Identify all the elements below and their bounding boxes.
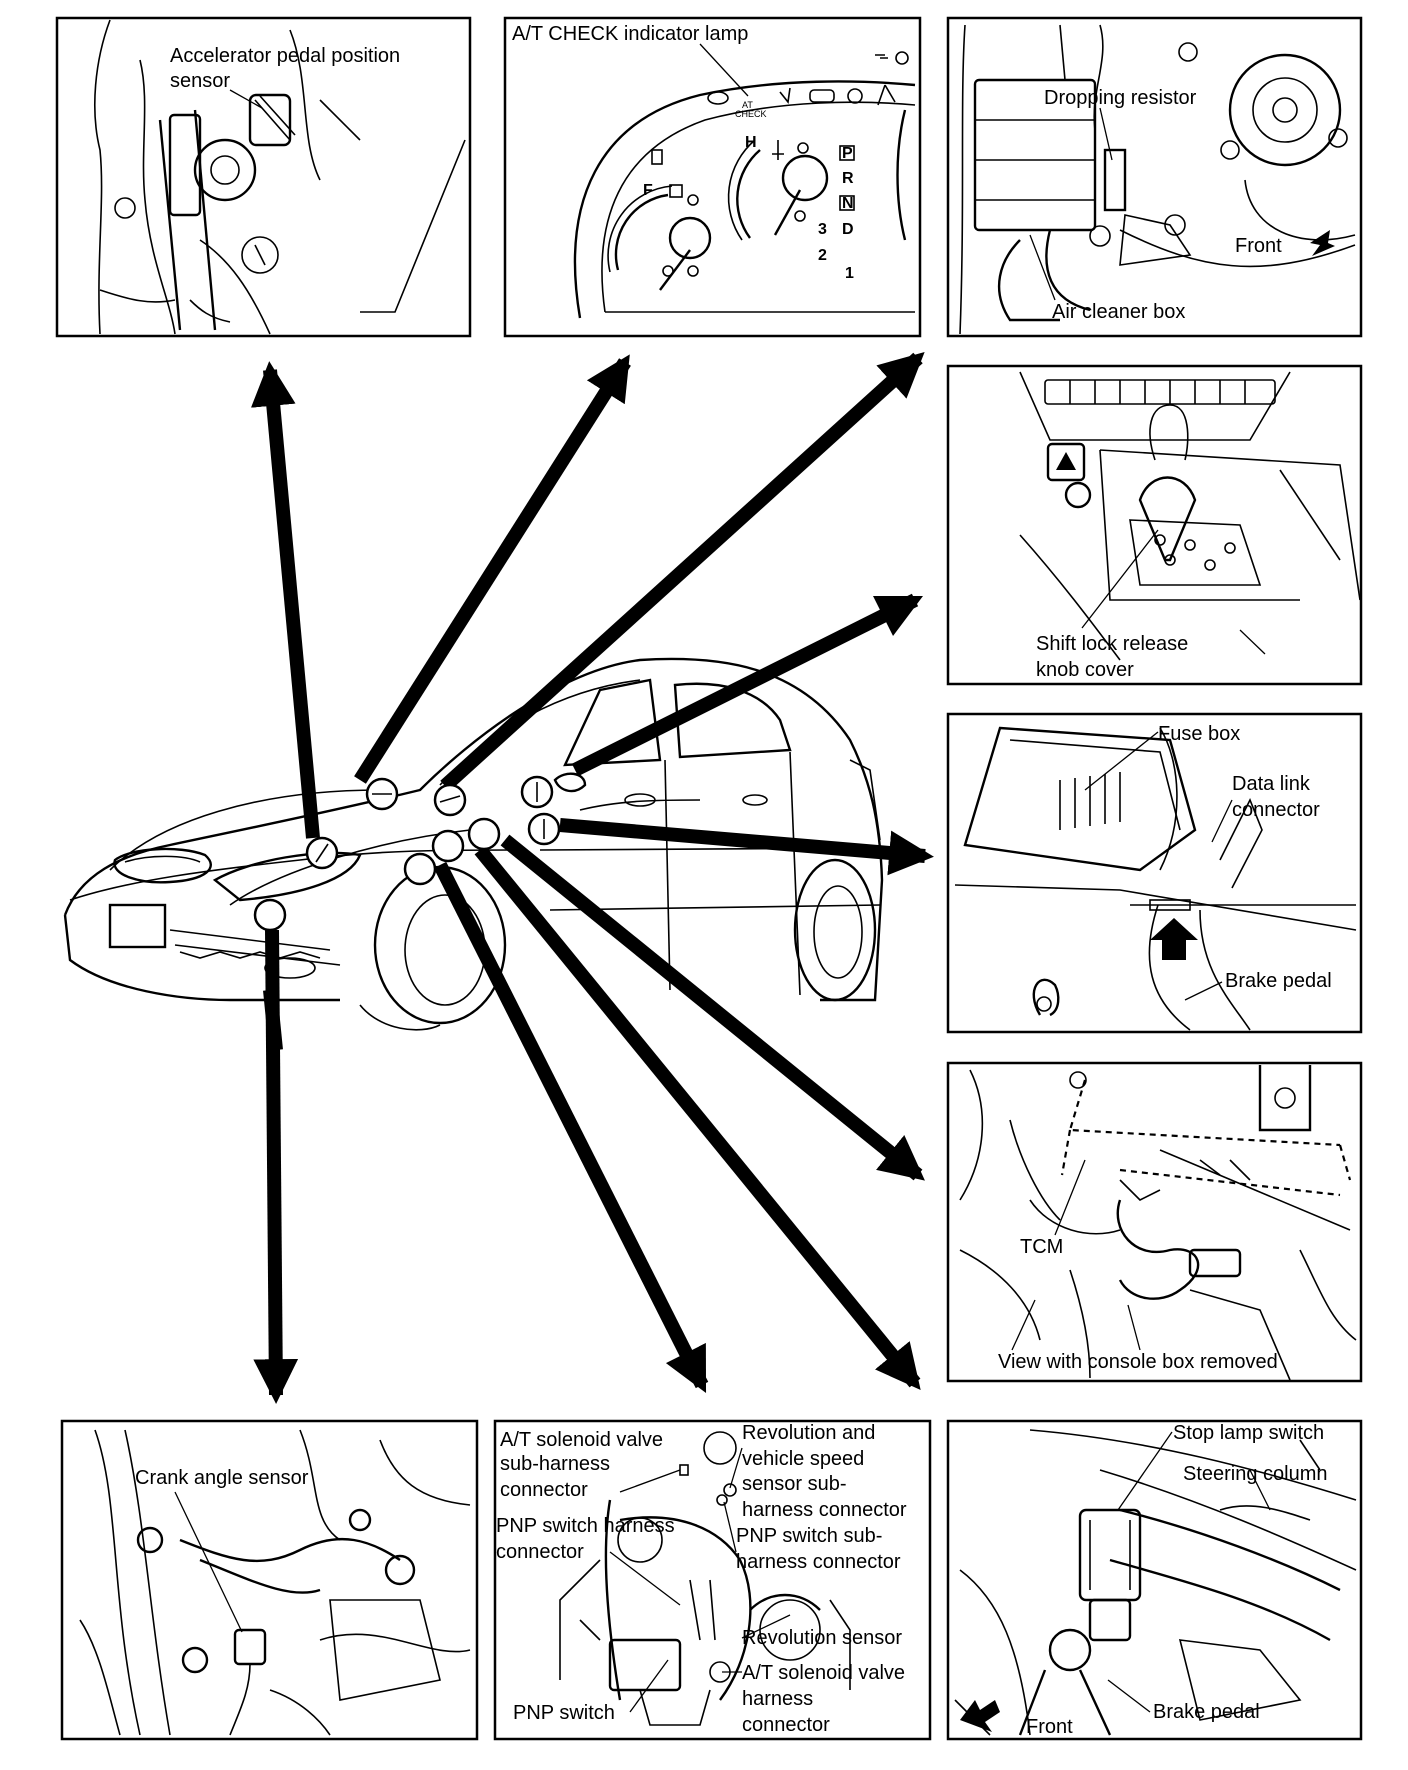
gear-2: 2 bbox=[818, 247, 827, 264]
dropping-front-label: Front bbox=[1235, 235, 1282, 257]
at-sol-sub-label-line1: A/T solenoid valve bbox=[500, 1429, 663, 1451]
gauge-f: F bbox=[643, 182, 653, 199]
fuse-box-label: Fuse box bbox=[1158, 723, 1240, 745]
at-sol-harness-label-line1: A/T solenoid valve bbox=[742, 1662, 905, 1684]
arrow-to-stop-lamp bbox=[474, 845, 921, 1390]
shift-lock-label-line2: knob cover bbox=[1036, 659, 1134, 681]
panel-stop-lamp-switch: Stop lamp switch Steering column Front B… bbox=[946, 1419, 1363, 1741]
engine-bay-drawing bbox=[959, 24, 1356, 335]
at-icon-text: AT bbox=[742, 100, 753, 110]
gauge-h: H bbox=[745, 134, 757, 151]
air-cleaner-label: Air cleaner box bbox=[1052, 301, 1185, 323]
arrow-to-at-check bbox=[354, 354, 631, 784]
steering-column-drawing bbox=[954, 1429, 1357, 1736]
gear-3: 3 bbox=[818, 221, 827, 238]
pnp-harness-label-line1: PNP switch harness bbox=[496, 1515, 675, 1537]
gear-d: D bbox=[842, 221, 854, 238]
callout-tcm bbox=[467, 817, 501, 851]
pointer-arrows bbox=[250, 351, 934, 1404]
rev-speed-label-line3: sensor sub- bbox=[742, 1473, 847, 1495]
callout-stop-lamp bbox=[403, 852, 437, 886]
panel-tcm: TCM View with console box removed bbox=[946, 1061, 1363, 1383]
rev-sensor-label: Revolution sensor bbox=[742, 1627, 902, 1649]
data-link-label-line1: Data link bbox=[1232, 773, 1311, 795]
at-sol-harness-label-line3: connector bbox=[742, 1714, 830, 1736]
at-sol-sub-label-line3: connector bbox=[500, 1479, 588, 1501]
console-interior-drawing bbox=[959, 1065, 1357, 1381]
crank-engine-drawing bbox=[79, 1429, 471, 1736]
at-sol-harness-label-line2: harness bbox=[742, 1688, 813, 1710]
gear-p: P bbox=[842, 145, 853, 162]
instrument-cluster-drawing bbox=[573, 51, 916, 319]
transaxle-drawing bbox=[559, 1431, 851, 1726]
callout-markers bbox=[253, 775, 561, 932]
accelerator-pedal-drawing bbox=[94, 19, 466, 335]
console-shifter-drawing bbox=[1019, 371, 1361, 661]
accelerator-label-line1: Accelerator pedal position bbox=[170, 45, 400, 67]
callout-crank-angle bbox=[253, 898, 287, 932]
rev-speed-label-line4: harness connector bbox=[742, 1499, 907, 1521]
arrow-to-fuse-box bbox=[559, 818, 934, 876]
panel-at-check-indicator-lamp: AT CHECK H F P R N D 1 3 2 A/T CHECK ind… bbox=[503, 16, 922, 338]
panel-crank-angle-sensor: Crank angle sensor bbox=[60, 1419, 479, 1741]
fuse-brake-label: Brake pedal bbox=[1225, 970, 1332, 992]
tcm-view-label: View with console box removed bbox=[998, 1351, 1278, 1373]
arrow-to-at-solenoid bbox=[433, 861, 709, 1394]
at-sol-sub-label-line2: sub-harness bbox=[500, 1453, 610, 1475]
pnp-sub-label-line2: harness connector bbox=[736, 1551, 901, 1573]
callout-at-solenoid bbox=[431, 829, 465, 863]
dropping-resistor-label: Dropping resistor bbox=[1044, 87, 1197, 109]
callout-dropping-resistor bbox=[433, 783, 467, 817]
arrow-crank-shaft bbox=[263, 989, 283, 1051]
arrow-to-tcm bbox=[500, 834, 925, 1181]
dash-underside-drawing bbox=[954, 726, 1357, 1031]
pnp-switch-label: PNP switch bbox=[513, 1702, 615, 1724]
tcm-label: TCM bbox=[1020, 1236, 1063, 1258]
check-icon-text: CHECK bbox=[735, 109, 767, 119]
pnp-harness-label-line2: connector bbox=[496, 1541, 584, 1563]
panel-dropping-resistor: Dropping resistor Front Air cleaner box bbox=[946, 16, 1363, 338]
panel-accelerator-pedal-sensor: Accelerator pedal position sensor bbox=[55, 16, 472, 338]
stop-lamp-label: Stop lamp switch bbox=[1173, 1422, 1324, 1444]
stop-front-label: Front bbox=[1026, 1716, 1073, 1738]
data-link-label-line2: connector bbox=[1232, 799, 1320, 821]
rev-speed-label-line1: Revolution and bbox=[742, 1422, 875, 1444]
accelerator-label-line2: sensor bbox=[170, 70, 230, 92]
arrow-to-accelerator bbox=[250, 361, 320, 839]
stop-brake-label: Brake pedal bbox=[1153, 1701, 1260, 1723]
panel-shift-lock-release: Shift lock release knob cover bbox=[946, 364, 1363, 686]
panel-at-solenoid-pnp: A/T solenoid valve sub-harness connector… bbox=[493, 1419, 932, 1741]
rev-speed-label-line2: vehicle speed bbox=[742, 1448, 864, 1470]
gear-r: R bbox=[842, 170, 854, 187]
gear-n: N bbox=[842, 195, 854, 212]
arrow-to-dropping-resistor bbox=[440, 351, 925, 792]
shift-lock-label-line1: Shift lock release bbox=[1036, 633, 1188, 655]
crank-angle-label: Crank angle sensor bbox=[135, 1467, 309, 1489]
pnp-sub-label-line1: PNP switch sub- bbox=[736, 1525, 882, 1547]
steering-column-label: Steering column bbox=[1183, 1463, 1328, 1485]
gear-1: 1 bbox=[845, 265, 854, 282]
at-check-label: A/T CHECK indicator lamp bbox=[512, 23, 748, 45]
arrow-to-shift-lock bbox=[571, 593, 924, 777]
panel-fuse-box-data-link: Fuse box Data link connector Brake pedal bbox=[946, 712, 1363, 1034]
